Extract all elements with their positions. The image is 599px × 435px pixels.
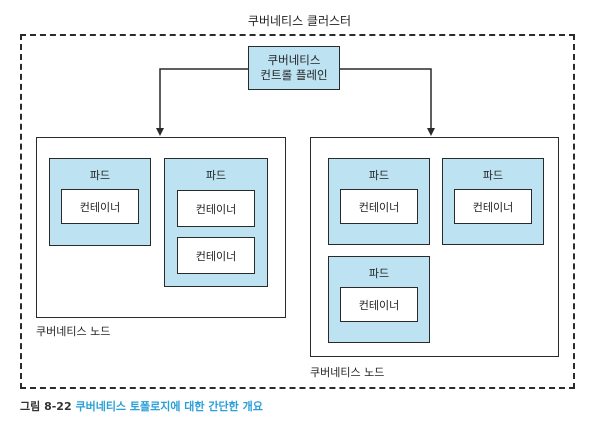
node-label: 쿠버네티스 노드 <box>310 366 385 379</box>
pod-label: 파드 <box>368 267 390 280</box>
container-box: 컨테이너 <box>61 189 139 224</box>
cluster-boundary <box>20 34 575 389</box>
figure-caption-text: 쿠버네티스 토폴로지에 대한 간단한 개요 <box>75 400 263 413</box>
node-label: 쿠버네티스 노드 <box>36 325 111 338</box>
pod-label: 파드 <box>205 169 227 182</box>
container-box: 컨테이너 <box>340 189 418 224</box>
figure-caption: 그림 8-22 쿠버네티스 토폴로지에 대한 간단한 개요 <box>20 398 263 414</box>
pod-box: 파드 컨테이너 <box>49 158 151 246</box>
control-plane-box: 쿠버네티스 컨트롤 플레인 <box>248 46 340 90</box>
pod-box: 파드 컨테이너 <box>328 256 430 343</box>
figure-number: 그림 8-22 <box>20 400 72 413</box>
pod-box: 파드 컨테이너 <box>328 158 430 245</box>
pod-box: 파드 컨테이너 컨테이너 <box>164 158 268 287</box>
pod-box: 파드 컨테이너 <box>442 158 544 245</box>
cluster-title: 쿠버네티스 클러스터 <box>247 14 352 28</box>
container-box: 컨테이너 <box>177 190 255 227</box>
pod-label: 파드 <box>89 169 111 182</box>
pod-label: 파드 <box>482 169 504 182</box>
pod-label: 파드 <box>368 169 390 182</box>
container-box: 컨테이너 <box>177 237 255 274</box>
container-box: 컨테이너 <box>340 287 418 322</box>
container-box: 컨테이너 <box>454 189 532 224</box>
